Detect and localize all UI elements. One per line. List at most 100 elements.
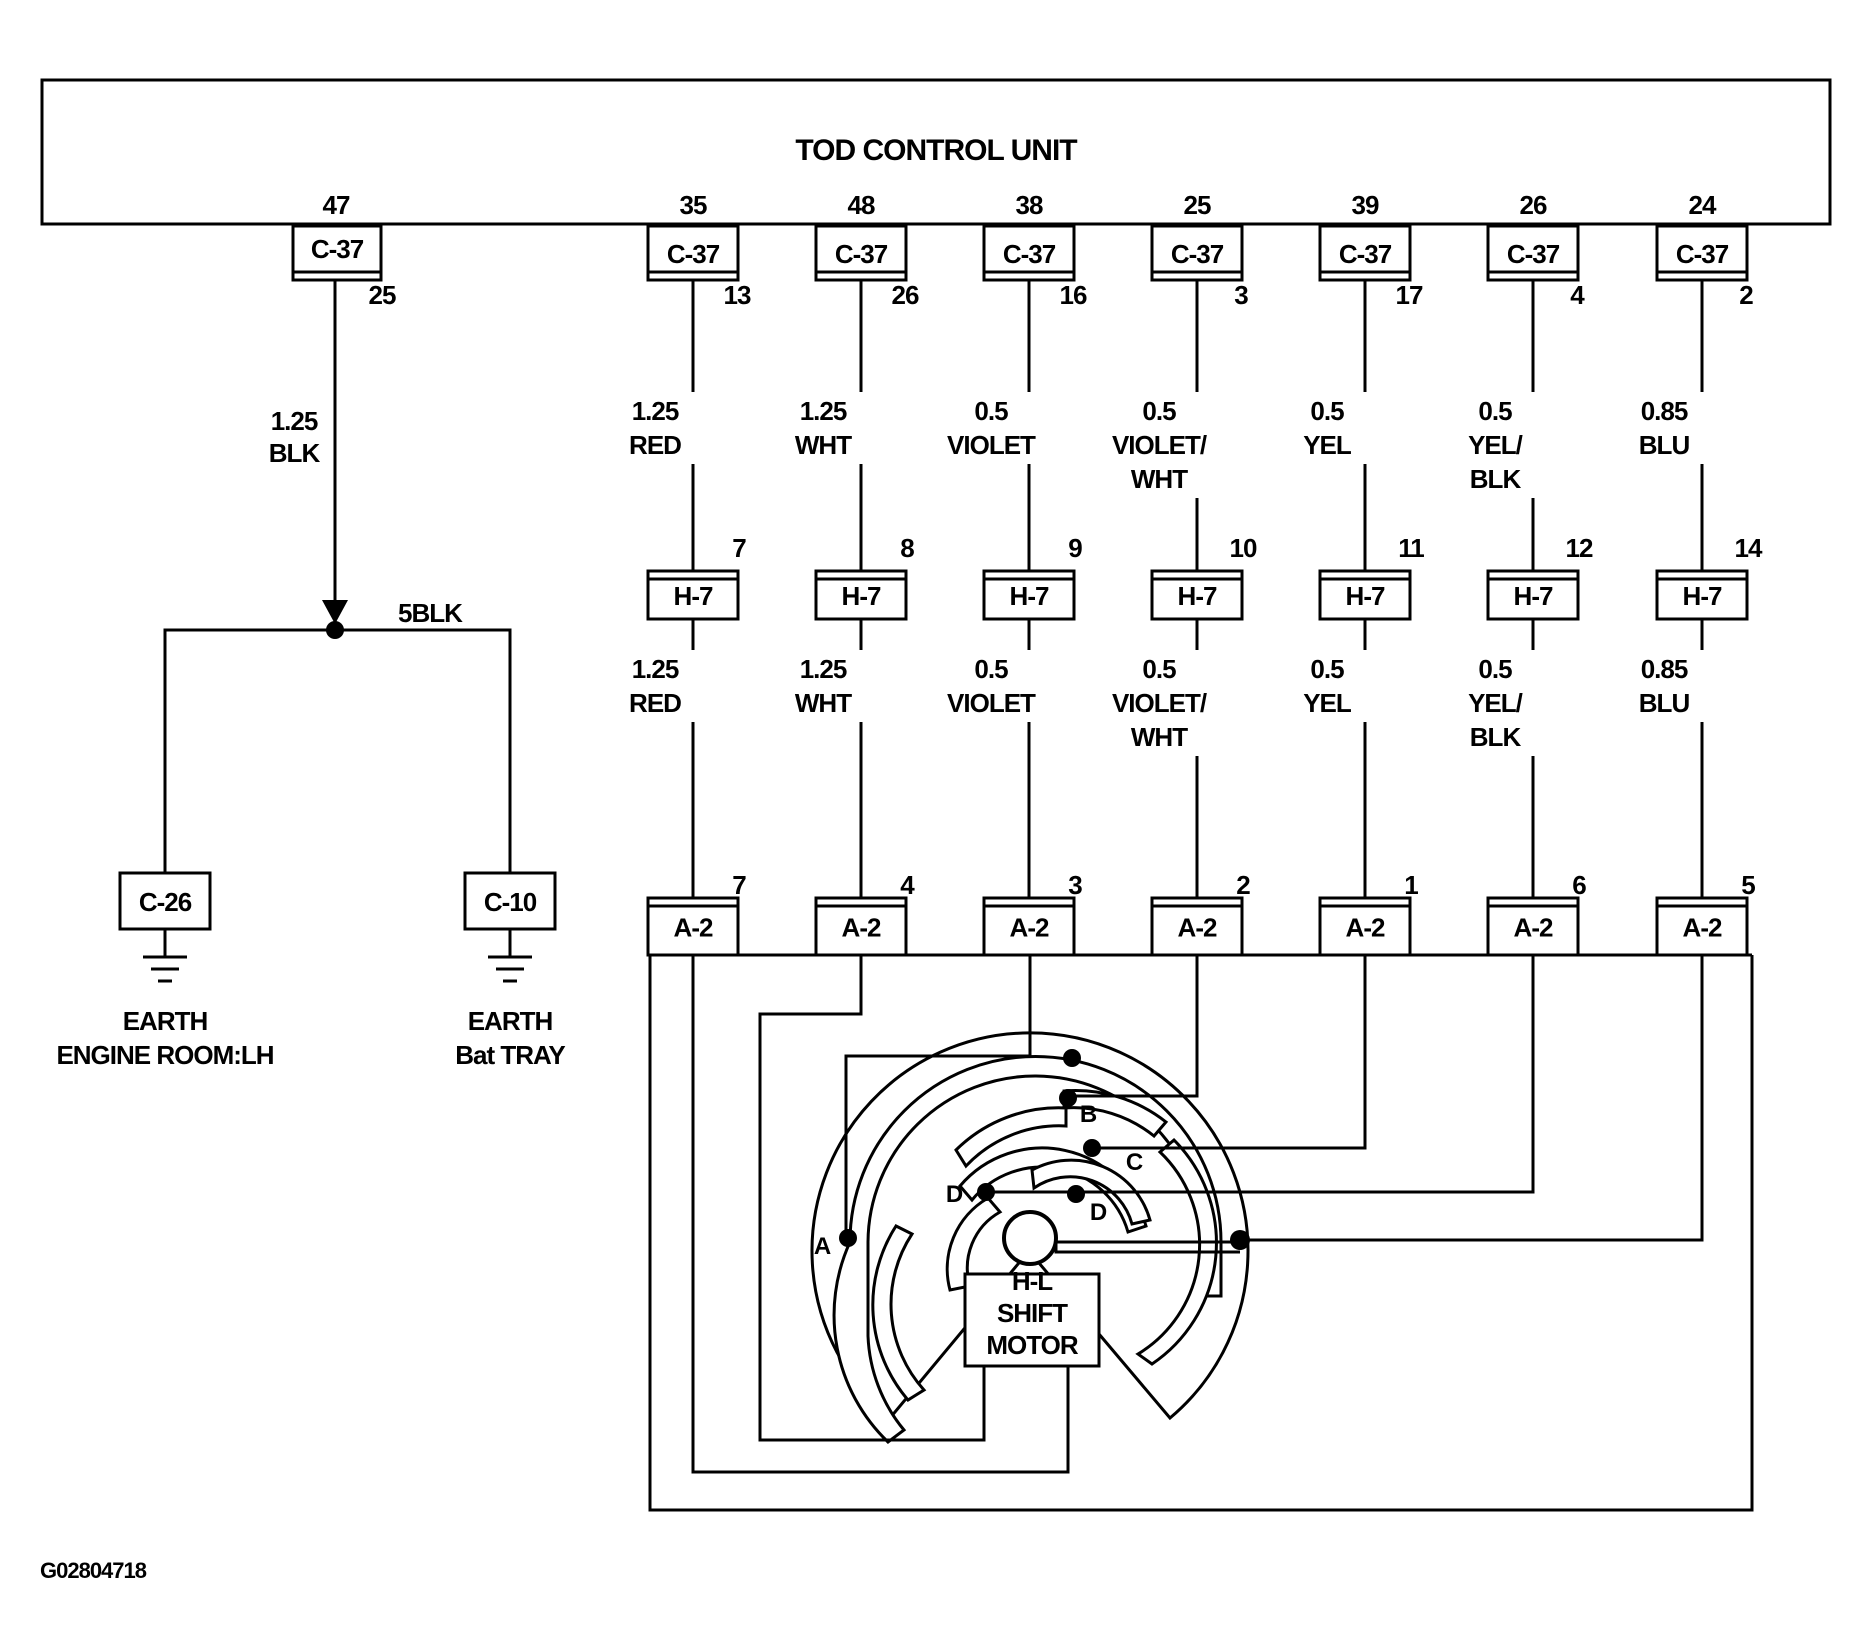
contact-d-right-label: D [1090, 1199, 1107, 1226]
wire-color: BLK [1470, 722, 1522, 752]
h7-connector-label: H-7 [674, 581, 713, 611]
ground-c26-location: ENGINE ROOM:LH [56, 1040, 273, 1070]
wire-size: 0.5 [974, 654, 1008, 684]
unit-pin: 48 [848, 190, 875, 220]
unit-pin: 26 [1520, 190, 1547, 220]
segment-left [871, 1224, 927, 1402]
wire-size: 0.5 [1142, 654, 1176, 684]
wire-size: 1.25 [632, 654, 679, 684]
unit-pin: 25 [1184, 190, 1211, 220]
ground-wire-size: 1.25 [271, 406, 318, 436]
h7-connector-label: H-7 [842, 581, 881, 611]
a2-connector-label: A-2 [842, 913, 881, 943]
figure-id: G02804718 [40, 1558, 147, 1583]
h7-pin: 8 [900, 533, 914, 563]
a2-connector-label: A-2 [1178, 913, 1217, 943]
wire-size: 0.5 [974, 396, 1008, 426]
h7-pin: 12 [1566, 533, 1593, 563]
unit-pin: 38 [1016, 190, 1043, 220]
unit-pin: 35 [680, 190, 707, 220]
a2-connector-label: A-2 [1514, 913, 1553, 943]
wire-color: VIOLET [947, 688, 1036, 718]
wire-size: 0.5 [1142, 396, 1176, 426]
a2-pin: 7 [732, 870, 746, 900]
h7-pin: 14 [1735, 533, 1763, 563]
h7-connector-label: H-7 [1010, 581, 1049, 611]
h7-pin: 9 [1068, 533, 1082, 563]
h7-pin: 11 [1398, 533, 1424, 563]
a2-pin: 6 [1572, 870, 1586, 900]
ground-c26-label: C-26 [139, 887, 192, 917]
h7-connector-label: H-7 [1346, 581, 1385, 611]
c37-pin: 16 [1060, 280, 1087, 310]
wire-color: VIOLET/ [1112, 430, 1207, 460]
wire-size: 0.5 [1310, 396, 1344, 426]
motor-name-line3: MOTOR [986, 1330, 1079, 1360]
ground-c10-location: Bat TRAY [455, 1040, 565, 1070]
a2-connector-label: A-2 [1346, 913, 1385, 943]
motor-enclosure [648, 955, 1754, 1512]
signal-circuits: 35C-37131.25RED1.25REDH-77A-2748C-37261.… [600, 190, 1764, 957]
wire-color: VIOLET [947, 430, 1036, 460]
a2-pin: 2 [1236, 870, 1250, 900]
unit-pin: 24 [1689, 190, 1717, 220]
wire-color: YEL/ [1468, 688, 1523, 718]
ground-circuit: 47 C-37 25 1.25 BLK 5BLK C-26 EARTH ENGI… [56, 190, 566, 1070]
h7-connector-label: H-7 [1178, 581, 1217, 611]
c37-connector-label: C-37 [1003, 239, 1056, 269]
internal-wiring [691, 955, 1704, 1474]
c37-pin: 26 [892, 280, 919, 310]
wire-color: WHT [1131, 464, 1188, 494]
wire-color: BLU [1639, 430, 1690, 460]
c37-pin: 17 [1396, 280, 1423, 310]
rotor-hub [1002, 1210, 1058, 1266]
wire-color: BLU [1639, 688, 1690, 718]
splice-label: 5BLK [398, 598, 463, 628]
h7-connector-label: H-7 [1683, 581, 1722, 611]
ground-wire-color: BLK [269, 438, 321, 468]
wire-color: WHT [795, 688, 852, 718]
segment-b2 [954, 1106, 1068, 1169]
c37-pin: 13 [724, 280, 751, 310]
wire-size: 0.85 [1641, 654, 1688, 684]
wire-size: 1.25 [632, 396, 679, 426]
ground-c10-earth: EARTH [468, 1006, 553, 1036]
c37-connector-label: C-37 [1676, 239, 1729, 269]
motor-name-line1: H-L [1012, 1266, 1053, 1296]
a2-pin: 4 [900, 870, 915, 900]
wire-color: RED [629, 688, 681, 718]
wire-color: YEL/ [1468, 430, 1523, 460]
contact-d-left-label: D [946, 1181, 963, 1208]
a2-connector-label: A-2 [674, 913, 713, 943]
h7-pin: 10 [1230, 533, 1257, 563]
contact-b-label: B [1080, 1101, 1097, 1128]
wire-color: VIOLET/ [1112, 688, 1207, 718]
control-unit-title: TOD CONTROL UNIT [795, 134, 1077, 167]
ground-c37-pin: 25 [369, 280, 396, 310]
c37-pin: 3 [1234, 280, 1248, 310]
wire-color: YEL [1303, 688, 1352, 718]
segment-b [1062, 1089, 1169, 1139]
a2-pin: 1 [1404, 870, 1418, 900]
a2-connector-label: A-2 [1010, 913, 1049, 943]
wire-size: 0.85 [1641, 396, 1688, 426]
wire-color: RED [629, 430, 681, 460]
wire-size: 0.5 [1310, 654, 1344, 684]
wire-color: YEL [1303, 430, 1352, 460]
ground-c10-label: C-10 [484, 887, 537, 917]
c37-pin: 2 [1739, 280, 1753, 310]
motor-label-box [963, 1272, 1101, 1368]
segment-right [1135, 1137, 1218, 1366]
c37-connector-label: C-37 [835, 239, 888, 269]
ground-unit-pin: 47 [323, 190, 350, 220]
h7-connector-label: H-7 [1514, 581, 1553, 611]
earth-ground-symbol [488, 929, 532, 983]
contact-c-label: C [1126, 1149, 1143, 1176]
motor-name-line2: SHIFT [997, 1298, 1068, 1328]
a2-pin: 5 [1741, 870, 1755, 900]
contact-a-label: A [814, 1233, 831, 1260]
wire-color: WHT [795, 430, 852, 460]
wire-color: WHT [1131, 722, 1188, 752]
unit-pin: 39 [1352, 190, 1379, 220]
wire-size: 1.25 [800, 396, 847, 426]
